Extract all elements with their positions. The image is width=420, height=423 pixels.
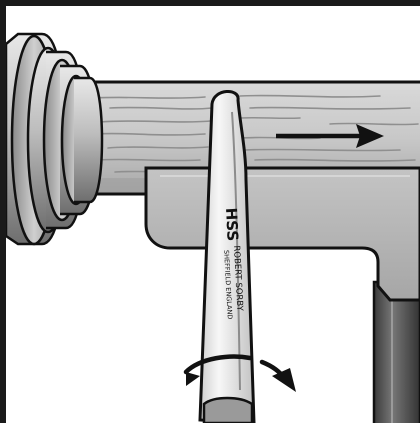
- tool-text-hss: HSS: [222, 207, 242, 241]
- wood-grain: [94, 94, 419, 174]
- rotation-arrow-icon: [183, 354, 296, 392]
- direction-arrow-icon: [276, 124, 384, 148]
- turning-tool: [198, 90, 256, 423]
- tool-text-maker: ROBERT SORBY: [231, 245, 244, 312]
- lathe-chuck: [6, 32, 104, 246]
- tool-text-location: SHEFFIELD ENGLAND: [222, 250, 234, 320]
- tool-engraving: HSS ROBERT SORBY SHEFFIELD ENGLAND: [222, 207, 244, 320]
- tool-rest-post: [372, 280, 420, 423]
